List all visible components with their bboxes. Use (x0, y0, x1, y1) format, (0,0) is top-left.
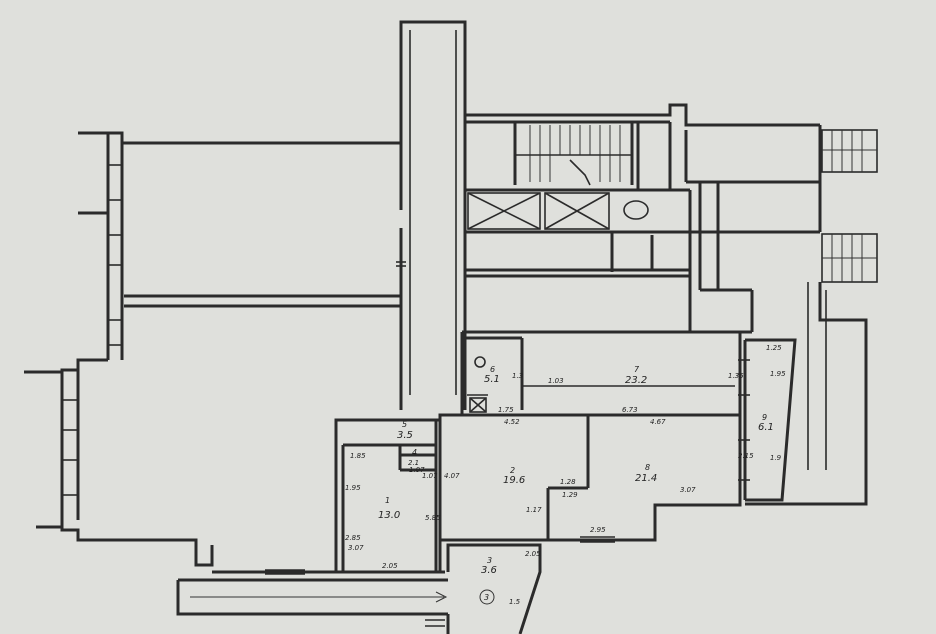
dimension-label: 1.95 (770, 370, 786, 378)
entrance-corridor: 3 (176, 569, 495, 616)
room-2-number: 2 (510, 466, 515, 475)
dimension-label: 2.95 (590, 526, 606, 534)
dimension-label: 1.29 (562, 491, 578, 499)
room-6-area: 5.1 (484, 374, 500, 385)
room-9-number: 9 (762, 413, 767, 422)
dimension-label: 1.35 (728, 372, 744, 380)
dimension-label: 1.9 (770, 454, 782, 462)
dimension-label: 1.28 (560, 478, 576, 486)
dimension-label: 1.75 (498, 406, 514, 414)
dimension-label: 1.5 (509, 598, 521, 606)
room-3-area: 3.6 (481, 565, 497, 576)
room-2-area: 19.6 (503, 475, 525, 486)
room-1-number: 1 (385, 496, 390, 505)
dimension-label: 1.07 (422, 472, 438, 480)
room-5-number: 5 (402, 420, 407, 429)
room-3-number: 3 (487, 556, 492, 565)
dimension-label: 2.15 (738, 452, 754, 460)
dimension-label: 3.07 (680, 486, 696, 494)
dimension-label: 1.85 (350, 452, 366, 460)
dimension-label: 3.07 (348, 544, 364, 552)
room-4-area: 2.1 (408, 459, 419, 467)
dimension-label: 1.17 (526, 506, 542, 514)
room-labels: 1 13.0 2 19.6 3 3.6 4 2.1 5 3.5 6 5.1 7 … (378, 365, 774, 576)
dimension-label: 2.85 (345, 534, 361, 542)
dimension-labels: 1.85 1.07 1.07 4.07 2.05 2.85 5.85 1.95 … (345, 344, 786, 606)
room-6-number: 6 (490, 365, 495, 374)
room-7-number: 7 (634, 365, 640, 374)
dimension-label: 2.05 (525, 550, 541, 558)
stair-treads (515, 125, 632, 186)
dimension-label: 1.3 (512, 372, 523, 380)
room-8-number: 8 (645, 463, 650, 472)
dimension-label: 6.73 (622, 406, 638, 414)
room-9-area: 6.1 (758, 422, 774, 433)
dimension-label: 1.07 (409, 466, 425, 474)
room-1-area: 13.0 (378, 510, 400, 521)
dimension-label: 1.03 (548, 377, 564, 385)
dimension-label: 5.85 (425, 514, 441, 522)
dimension-label: 1.95 (345, 484, 361, 492)
dimension-label: 4.67 (650, 418, 666, 426)
room-7-area: 23.2 (625, 375, 647, 386)
entrance-marker: 3 (484, 593, 489, 602)
dimension-label: 4.52 (504, 418, 520, 426)
room-5-area: 3.5 (397, 430, 413, 441)
dimension-label: 4.07 (444, 472, 460, 480)
central-corridor (396, 20, 467, 410)
dimension-label: 2.05 (382, 562, 398, 570)
dimension-label: 1.25 (766, 344, 782, 352)
room-4-number: 4 (412, 448, 417, 457)
service-block (465, 103, 878, 506)
room-8-area: 21.4 (635, 473, 657, 484)
